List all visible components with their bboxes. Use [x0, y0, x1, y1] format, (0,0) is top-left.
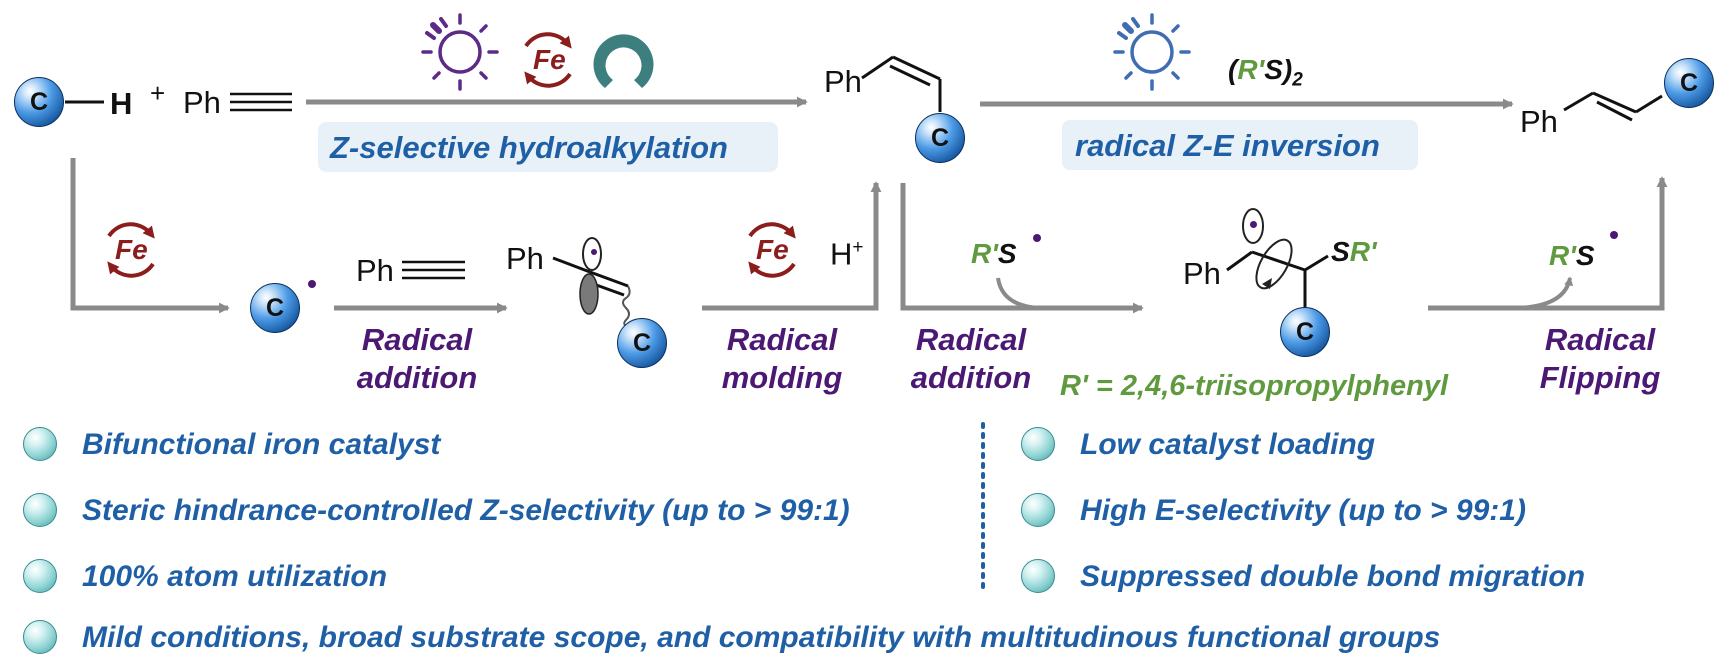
feature-item: 100% atom utilization [82, 560, 388, 593]
thioether-sr-group: SR' [1331, 238, 1377, 266]
phenyl-reactant: Ph [183, 85, 221, 120]
radical-dot-alkyl [308, 280, 316, 288]
feature-item: High E-selectivity (up to > 99:1) [1080, 494, 1526, 527]
proton-charge: + [852, 237, 864, 258]
arrow-radical-generation [70, 158, 230, 314]
thioether-intermediate-phenyl: Ph [1183, 256, 1221, 291]
radical-dot-thioether [1250, 221, 1257, 228]
thioether-sulfur: S [1331, 236, 1350, 267]
proton-h: H [830, 236, 853, 272]
thioether-intermediate-c-ball: C [1280, 307, 1330, 357]
thioether-r-group: R' [1349, 236, 1377, 267]
fe-label-left: Fe [115, 234, 148, 265]
thiyl-curved-arrow [996, 277, 1041, 310]
fe-cycle-icon-top [524, 32, 572, 88]
step-word: Radical [726, 322, 838, 357]
e-product-phenyl: Ph [1520, 104, 1558, 139]
feature-item-bottom: Mild conditions, broad substrate scope, … [82, 621, 1441, 654]
bullet-bead [23, 493, 57, 527]
arrow-radical-flipping [1428, 176, 1668, 311]
step-radical-addition-left: Radical addition [354, 324, 480, 393]
released-r-group: R' [1549, 240, 1576, 271]
fe-cycle-icon-molding [748, 222, 796, 278]
proton-label: H+ [830, 238, 864, 269]
step-radical-addition-right: Radical addition [908, 324, 1034, 393]
hydroalkylation-title: Z-selective hydroalkylation [330, 130, 728, 165]
bullet-bead [23, 427, 57, 461]
bullet-bead [23, 559, 57, 593]
vinyl-intermediate-c-ball: C [617, 318, 667, 368]
r-group-definition: R' = 2,4,6-triisopropylphenyl [1060, 370, 1449, 402]
e-product-c-ball: C [1664, 58, 1714, 108]
alkyne-triple-bond-mechanism [402, 260, 465, 280]
reagent-paren: ( [1228, 54, 1238, 85]
step-word: molding [721, 360, 843, 395]
arrow-thiyl-addition [900, 183, 1144, 314]
arrow-radical-molding [702, 181, 882, 311]
step-radical-molding: Radical molding [713, 324, 851, 393]
feature-item: Suppressed double bond migration [1080, 560, 1586, 593]
alkyne-phenyl-mechanism: Ph [356, 253, 394, 288]
hydrogen-atom: H [110, 86, 133, 121]
vinyl-radical-intermediate [552, 237, 631, 330]
fe-label-molding: Fe [756, 234, 789, 265]
inversion-title-pill [1062, 120, 1418, 170]
disulfide-reagent: (R'S)2 [1228, 56, 1303, 90]
bullet-bead [1021, 427, 1055, 461]
alkyne-triple-bond [230, 92, 292, 112]
thiyl-radical-label: R'S [971, 240, 1017, 268]
step-word: Flipping [1539, 360, 1661, 395]
feature-item: Steric hindrance-controlled Z-selectivit… [82, 494, 850, 527]
alkyl-radical-c-ball: C [250, 283, 300, 333]
fe-cycle-icon-left [107, 222, 155, 278]
photocatalyst-icon-blue [1113, 13, 1191, 91]
bullet-bead [23, 620, 57, 654]
thioether-radical-intermediate [1226, 208, 1329, 308]
plus-sign: + [150, 78, 166, 108]
step-word: Radical [361, 322, 473, 357]
hydroalkylation-title-pill [318, 122, 778, 172]
reagent-subscript: 2 [1292, 69, 1303, 91]
ligand-icon [593, 34, 654, 88]
step-radical-flipping: Radical Flipping [1530, 324, 1670, 393]
thiyl-r-group: R' [971, 238, 998, 269]
step-word: Radical [1544, 322, 1656, 357]
thiyl-release-arrow [1517, 276, 1574, 310]
released-thiyl-label: R'S [1549, 242, 1595, 270]
fe-label-top: Fe [533, 44, 566, 75]
z-product-c-ball: C [915, 113, 965, 163]
inversion-title: radical Z-E inversion [1075, 128, 1380, 163]
step-word: addition [910, 360, 1032, 395]
z-alkene-bonds [861, 55, 942, 112]
vinyl-intermediate-phenyl: Ph [506, 241, 544, 276]
e-alkene-bonds [1563, 91, 1663, 122]
released-sulfur: S [1575, 240, 1595, 271]
bullet-bead [1021, 493, 1055, 527]
step-word: Radical [915, 322, 1027, 357]
radical-dot-vinyl [591, 249, 597, 255]
feature-item: Low catalyst loading [1080, 428, 1376, 461]
reagent-sulfur: S) [1264, 54, 1293, 85]
alkyl-c-ball-reactant: C [14, 77, 64, 127]
radical-dot-thiyl [1033, 234, 1041, 242]
feature-item: Bifunctional iron catalyst [82, 428, 441, 461]
step-word: addition [356, 360, 478, 395]
photocatalyst-icon-purple [421, 13, 499, 91]
ligand-label: L [615, 68, 631, 98]
bullet-bead [1021, 559, 1055, 593]
reagent-r-group: R' [1237, 54, 1265, 85]
thiyl-sulfur: S [997, 238, 1017, 269]
radical-dot-released [1610, 231, 1618, 239]
z-product-phenyl: Ph [824, 64, 862, 99]
